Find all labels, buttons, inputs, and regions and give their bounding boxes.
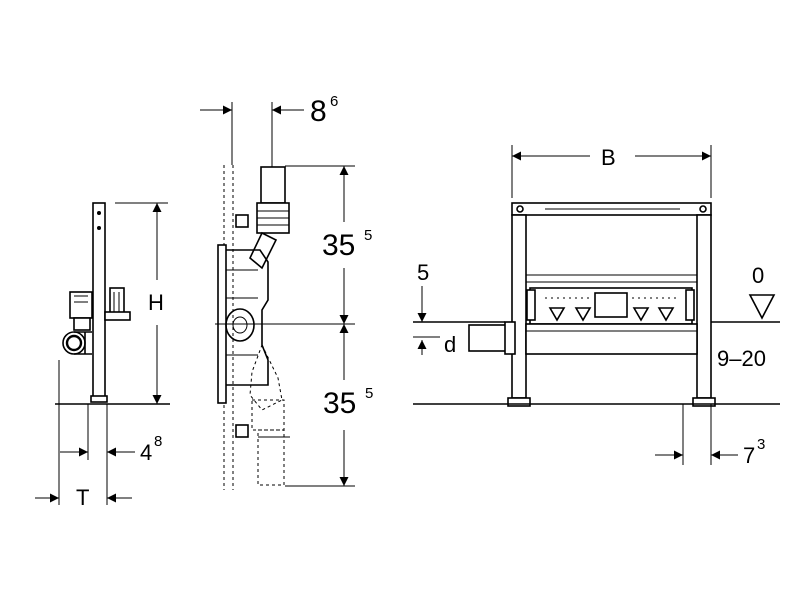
offset-8-6-sup: 6 (330, 93, 338, 110)
offset-7-3-main: 7 (743, 443, 755, 468)
lower-35-5-sup: 5 (365, 385, 373, 402)
level-0-label: 0 (752, 263, 764, 288)
upper-35-5-main: 35 (322, 229, 355, 262)
housing-outline (226, 249, 269, 386)
offset-8-6-main: 8 (310, 95, 327, 128)
elbow-upper (249, 231, 278, 270)
right-foot (692, 397, 716, 407)
frame-post (92, 202, 106, 400)
elbow-lower-dashed (249, 343, 283, 411)
upper-35-5-sup: 5 (364, 227, 372, 244)
actuator-opening (594, 292, 628, 318)
offset-4-8-sup: 8 (154, 433, 162, 450)
left-leg (511, 214, 527, 399)
height-label: H (148, 290, 164, 315)
offset-7-3-sup: 3 (757, 436, 765, 453)
marker-square-bottom (235, 424, 249, 438)
diameter-label: d (444, 332, 456, 357)
marker-square-top (235, 214, 249, 228)
upper-pipe (260, 166, 286, 204)
right-leg (696, 214, 712, 399)
level-0-marker (748, 294, 776, 320)
post-foot (90, 395, 108, 403)
left-foot (507, 397, 531, 407)
offset-4-8-main: 4 (140, 440, 152, 465)
outlet-body (225, 308, 255, 342)
side-view: H 4 8 T (35, 202, 170, 510)
lower-fitting-dashed (251, 399, 285, 431)
lower-pipe-dashed (257, 429, 285, 486)
width-label: B (601, 145, 616, 170)
depth-label: T (76, 485, 89, 510)
level-5-label: 5 (417, 260, 429, 285)
front-view: B 5 0 d (413, 145, 780, 468)
lower-body (525, 323, 698, 355)
drain-stub (468, 324, 510, 352)
range-9-20-label: 9–20 (717, 346, 766, 371)
section-view: 8 6 35 5 35 5 (200, 93, 373, 490)
lower-35-5-main: 35 (323, 387, 356, 420)
